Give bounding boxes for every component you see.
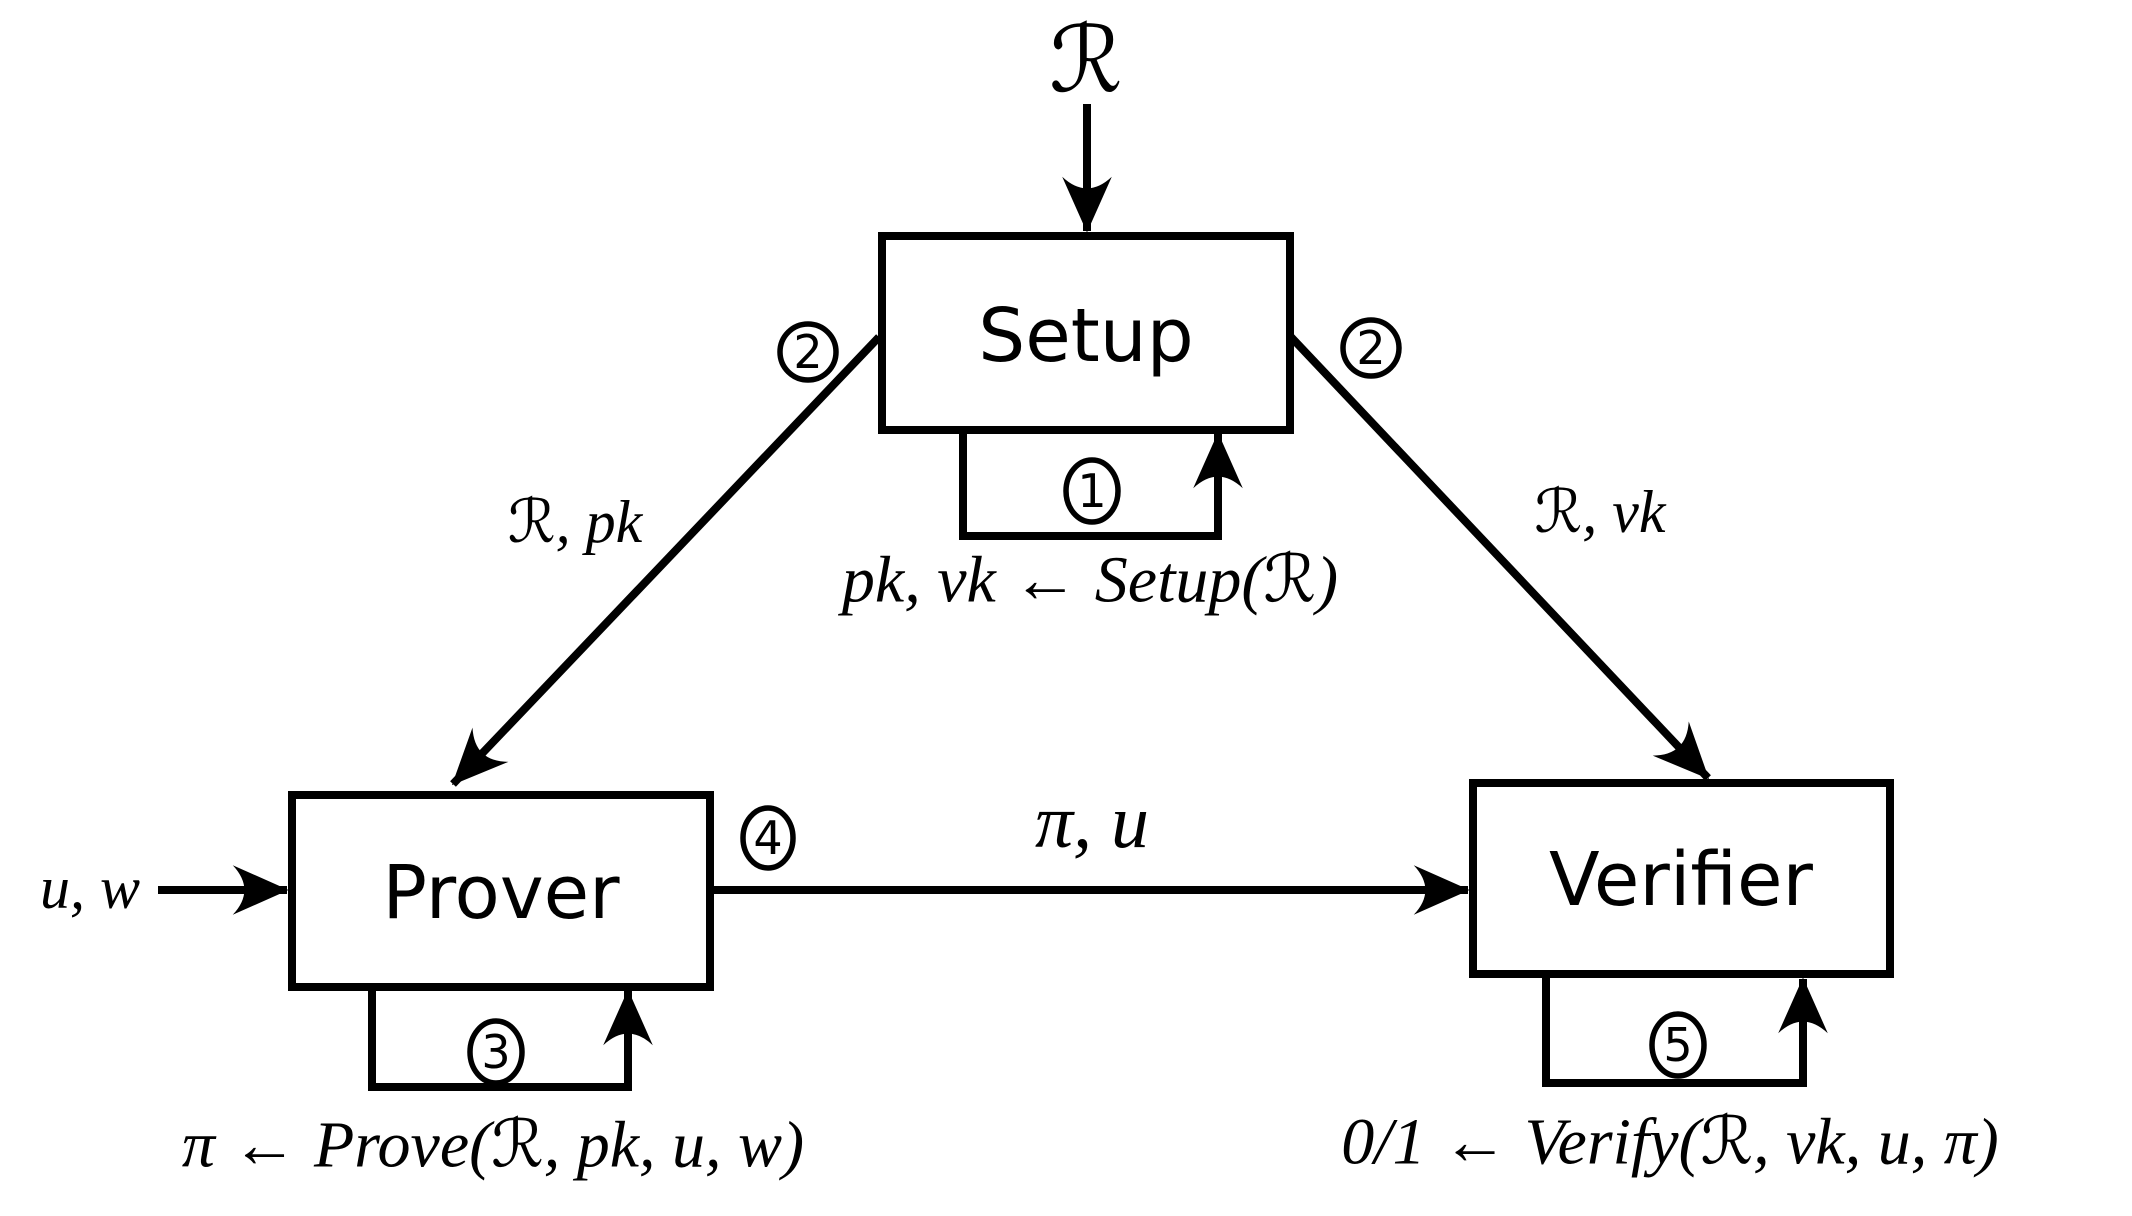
step-badge-2-right: 2 [1340,317,1402,379]
prover-box [288,791,714,991]
edge-label-setup-to-verifier: ℛ, vk [1534,479,1667,545]
step-badge-2-left: 2 [777,321,839,383]
setup-box [878,232,1294,434]
verify-formula: 0/1 ← Verify(ℛ, vk, u, π) [1341,1106,1999,1179]
step-badge-5: 5 [1649,1011,1707,1079]
step-4-number: 4 [753,811,782,865]
prover-self-loop [368,985,653,1091]
setup-formula: pk, vk ← Setup(ℛ) [838,544,1338,617]
edge-label-prover-to-verifier: π, u [1035,780,1149,864]
prover-inputs-label: u, w [40,855,140,921]
prover-label: Prover [382,850,620,936]
step-5-number: 5 [1663,1018,1692,1072]
step-2-right-number: 2 [1356,321,1385,375]
prove-formula: π ← Prove(ℛ, pk, u, w) [182,1109,804,1182]
verifier-label: Verifier [1549,837,1814,923]
arrow-setup-to-prover [450,334,882,787]
step-badge-4: 4 [740,805,796,871]
setup-self-loop [959,430,1243,540]
step-badge-3: 3 [467,1018,525,1086]
step-3-number: 3 [481,1025,510,1079]
verifier-box [1469,779,1894,978]
edge-label-setup-to-prover: ℛ, pk [508,489,644,555]
relation-input-symbol: ℛ [1049,7,1122,114]
setup-label: Setup [978,293,1193,379]
verifier-self-loop [1542,972,1828,1087]
step-2-left-number: 2 [793,325,822,379]
arrow-setup-to-verifier [1288,334,1711,781]
step-1-number: 1 [1077,464,1106,518]
step-badge-1: 1 [1063,457,1121,525]
